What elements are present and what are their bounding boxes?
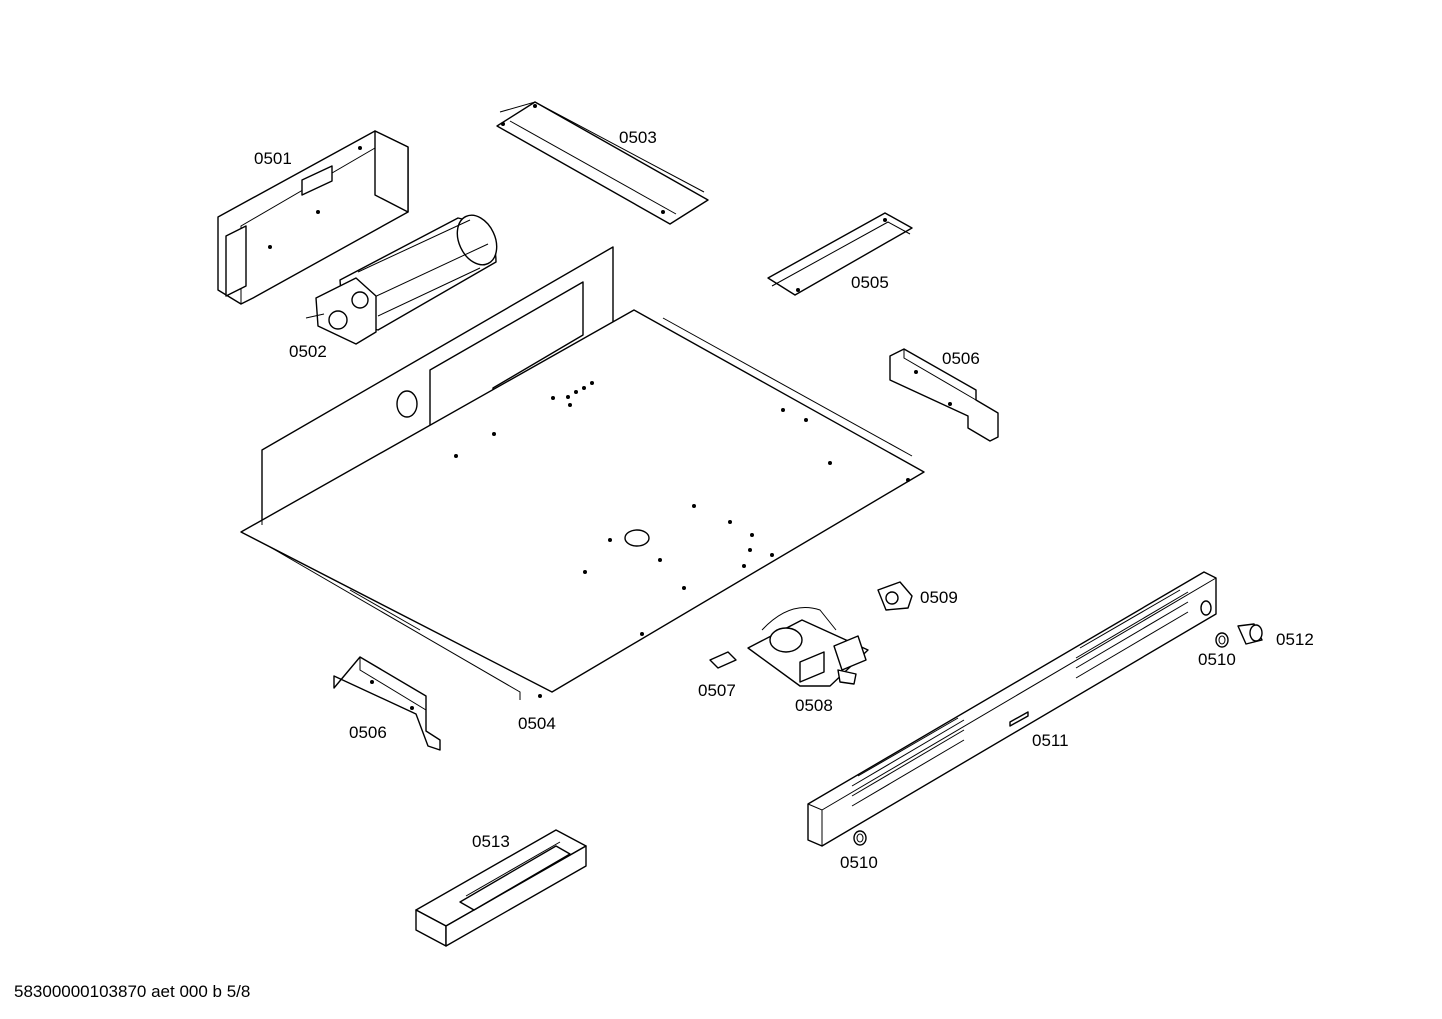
label-0512: 0512 [1276,630,1314,649]
label-0510-lower: 0510 [840,853,878,872]
part-0506-bracket-upper [889,348,999,442]
label-0505: 0505 [851,273,889,292]
label-0502: 0502 [289,342,327,361]
vent-slots-left [851,717,965,807]
label-0509: 0509 [920,588,958,607]
label-0513: 0513 [472,832,510,851]
document-id-footer: 58300000103870 aet 000 b 5/8 [14,982,251,1001]
label-0506-upper: 0506 [942,349,980,368]
label-0501: 0501 [254,149,292,168]
part-0507-clip [709,651,737,669]
part-0505-channel [767,212,913,296]
part-0511-front-trim [807,571,1217,847]
part-0503-channel [496,101,709,225]
label-0503: 0503 [619,128,657,147]
part-0502-fan-motor [305,214,498,345]
part-0512-cylinder [1237,623,1263,645]
part-0508-switch-assembly [747,607,869,687]
label-0504: 0504 [518,714,556,733]
part-0510-knob-upper [1215,632,1229,648]
vent-slots-right [1075,589,1189,679]
label-0508: 0508 [795,696,833,715]
part-0509-component [877,581,913,611]
label-0506-lower: 0506 [349,723,387,742]
part-0513-box [415,829,587,947]
part-0506-bracket-lower [333,656,441,751]
part-0504-base-plate [240,246,925,700]
part-0501-bracket [217,130,409,305]
label-0510-upper: 0510 [1198,650,1236,669]
label-0511: 0511 [1032,731,1069,750]
label-0507: 0507 [698,681,736,700]
part-0510-knob-lower [853,830,867,846]
